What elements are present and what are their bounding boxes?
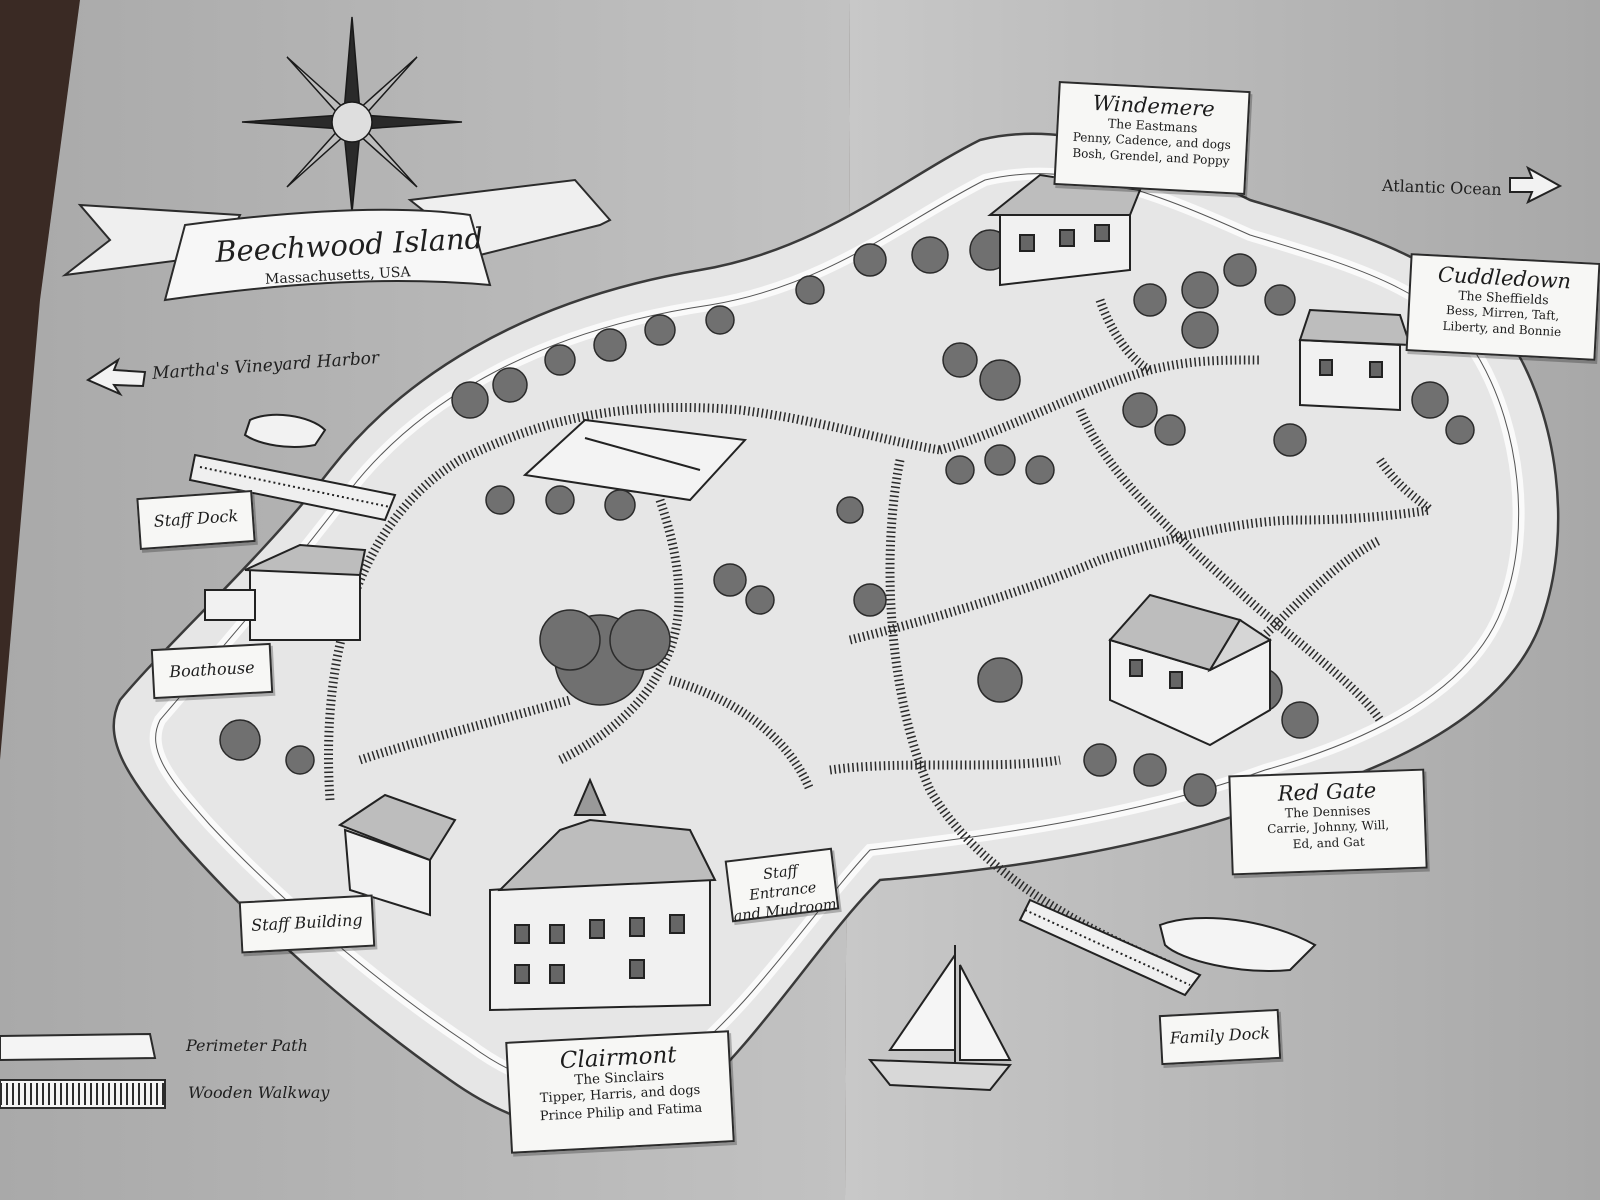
staff-building-drawing bbox=[337, 793, 457, 917]
arrow-right-icon bbox=[1509, 165, 1563, 205]
cuddledown-house bbox=[1298, 308, 1412, 412]
place-label-family-dock: Family Dock bbox=[1158, 1008, 1282, 1066]
sailboat bbox=[867, 945, 1013, 1092]
boathouse-drawing bbox=[204, 543, 367, 641]
legend-perimeter-swatch bbox=[0, 1032, 157, 1062]
wooden-walkways bbox=[324, 298, 1434, 970]
house-label-red-gate: Red Gate The Dennises Carrie, Johnny, Wi… bbox=[1228, 768, 1428, 876]
legend-walkway-label: Wooden Walkway bbox=[188, 1083, 330, 1102]
compass-rose-icon bbox=[241, 16, 463, 213]
trees bbox=[219, 229, 1475, 807]
red-gate-house bbox=[1108, 593, 1272, 747]
tennis-court bbox=[522, 418, 748, 502]
house-label-windemere: Windemere The Eastmans Penny, Cadence, a… bbox=[1053, 81, 1251, 195]
family-dock-drawing bbox=[1018, 898, 1317, 997]
clairmont-house bbox=[489, 777, 717, 1012]
place-label-staff-entrance: Staff Entrance and Mudroom bbox=[724, 847, 840, 925]
place-label-boathouse: Boathouse bbox=[150, 642, 274, 700]
house-label-clairmont: Clairmont The Sinclairs Tipper, Harris, … bbox=[505, 1030, 735, 1154]
place-label-staff-dock: Staff Dock bbox=[136, 490, 256, 550]
staff-dock-drawing bbox=[188, 413, 397, 522]
place-label-staff-building: Staff Building bbox=[238, 894, 376, 954]
legend-perimeter-label: Perimeter Path bbox=[186, 1036, 308, 1055]
legend-walkway-swatch bbox=[0, 1079, 166, 1109]
arrow-left-icon bbox=[85, 357, 147, 397]
house-label-cuddledown: Cuddledown The Sheffields Bess, Mirren, … bbox=[1405, 253, 1600, 361]
title-banner bbox=[61, 178, 612, 302]
